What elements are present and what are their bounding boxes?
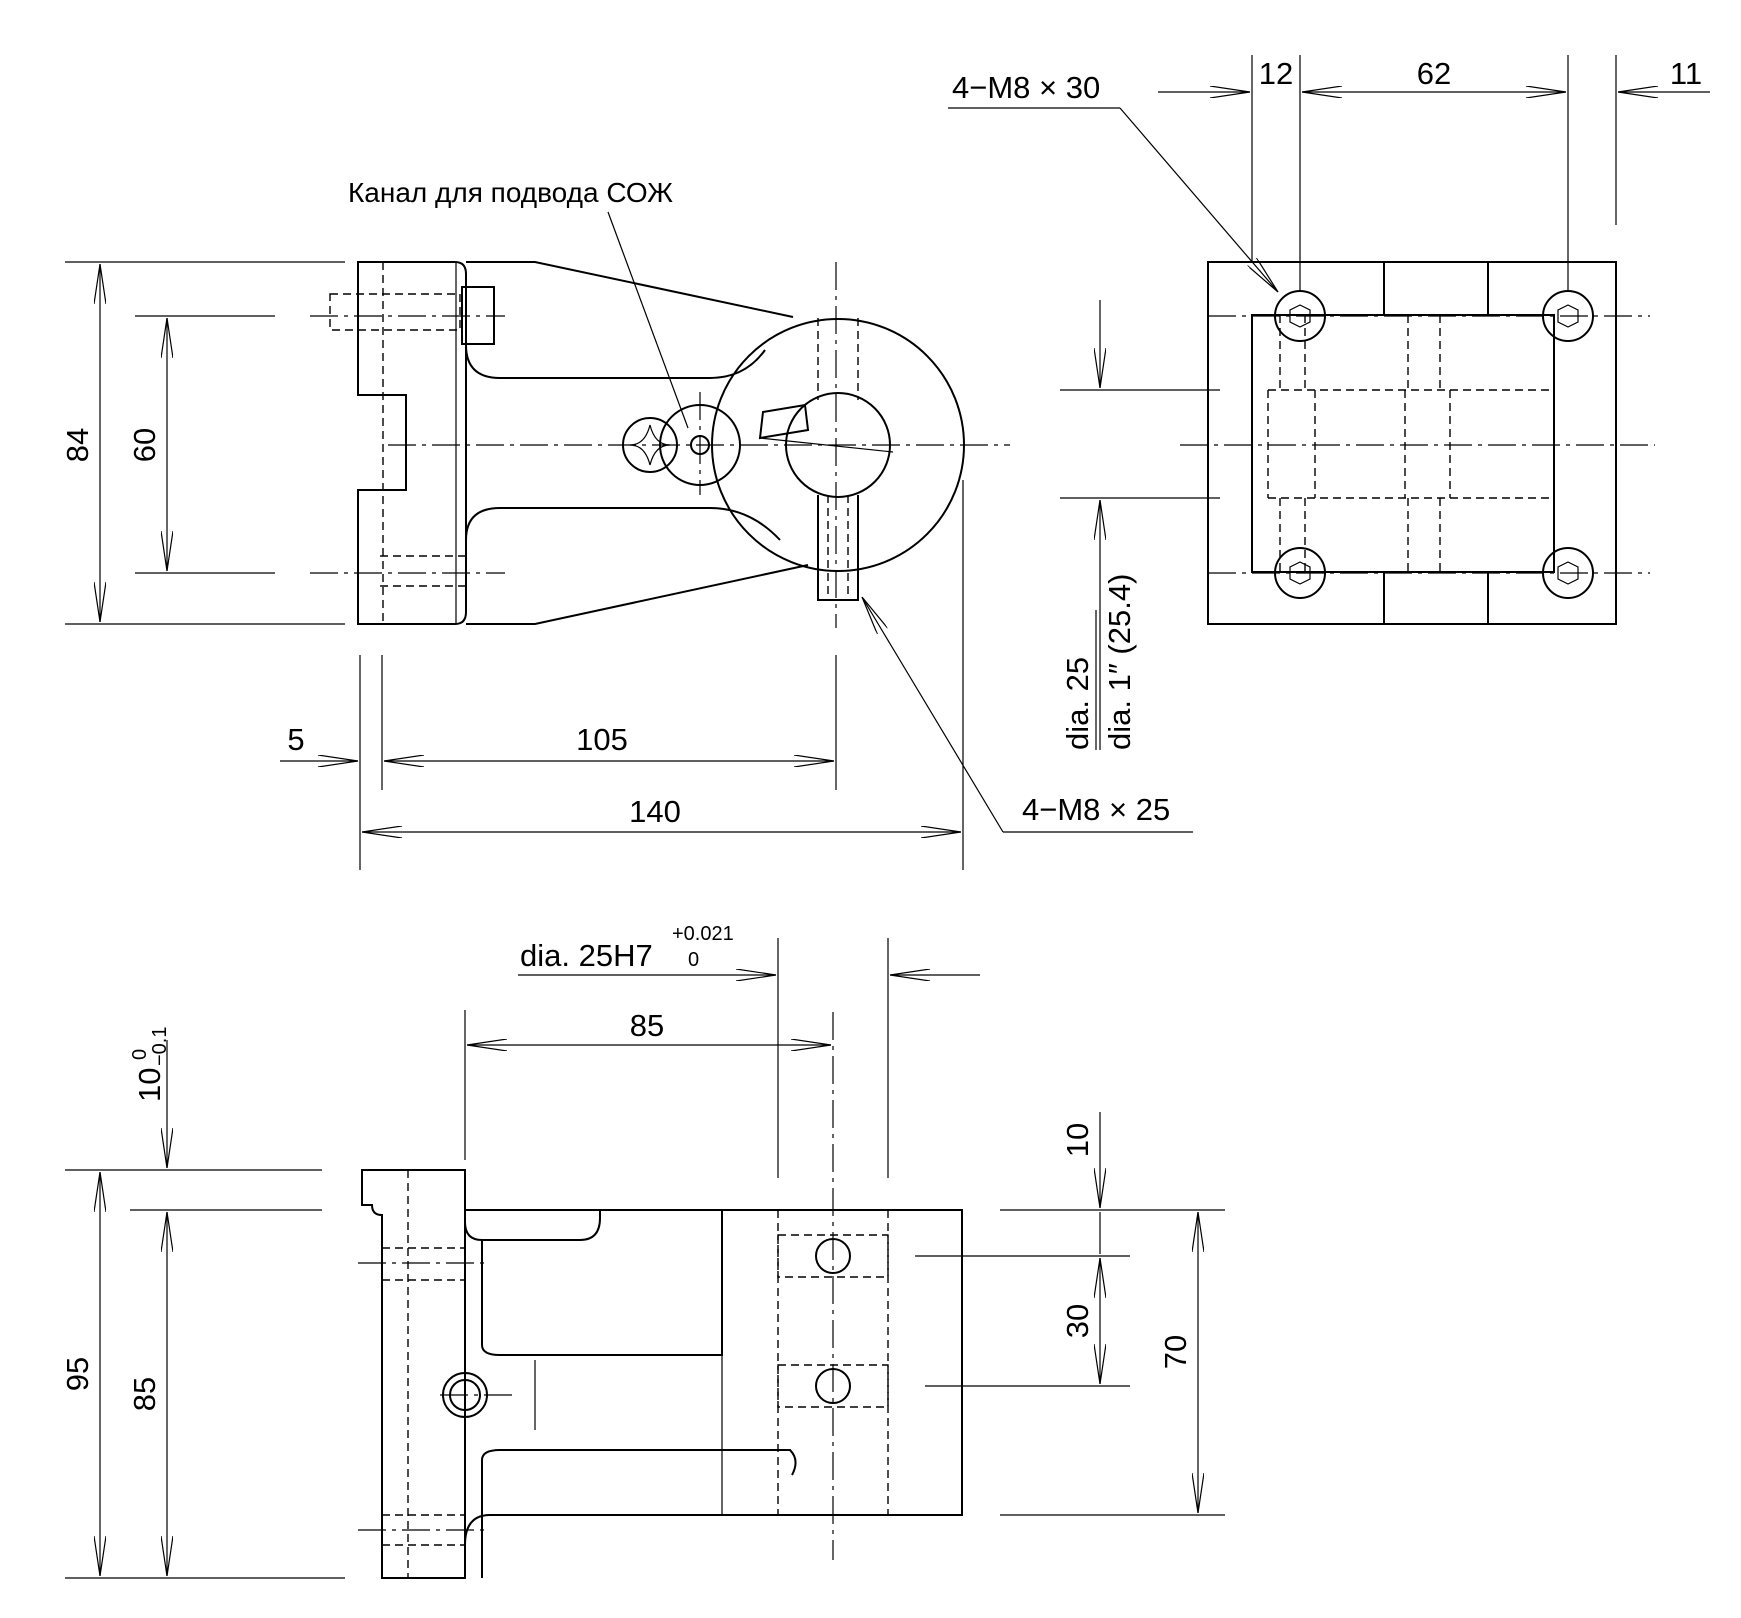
dim-dia-1in: dia. 1″ (25.4) bbox=[1102, 574, 1137, 750]
bolt-top-label: 4−M8 × 30 bbox=[952, 70, 1100, 105]
leader-lines bbox=[607, 107, 1278, 833]
dim-140: 140 bbox=[629, 794, 681, 829]
dim-dia-25: dia. 25 bbox=[1060, 657, 1095, 750]
top-outline bbox=[1207, 261, 1617, 625]
dim-60: 60 bbox=[127, 428, 162, 462]
side-arm-outline bbox=[464, 1209, 963, 1516]
step-nominal: 10 bbox=[132, 1068, 167, 1102]
front-view bbox=[310, 261, 1010, 628]
coolant-channel-label: Канал для подвода СОЖ bbox=[348, 177, 673, 208]
front-flange-outline bbox=[357, 261, 467, 625]
step-tol-lower: −0.1 bbox=[149, 1027, 171, 1066]
dim-85-horizontal: 85 bbox=[630, 1008, 664, 1043]
dim-85-vertical: 85 bbox=[127, 1377, 162, 1411]
dim-105: 105 bbox=[576, 722, 628, 757]
front-slot-outline bbox=[465, 344, 781, 541]
dim-70: 70 bbox=[1158, 1335, 1193, 1369]
dim-5: 5 bbox=[287, 722, 304, 757]
dim-10: 10 bbox=[1060, 1123, 1095, 1157]
bore-tol-lower: 0 bbox=[688, 949, 699, 971]
dim-95: 95 bbox=[60, 1357, 95, 1391]
bolt-side-label: 4−M8 × 25 bbox=[1022, 792, 1170, 827]
step-tol-upper: 0 bbox=[129, 1049, 151, 1060]
drawing-text: Канал для подвода СОЖ 4−M8 × 30 4−M8 × 2… bbox=[60, 56, 1702, 1411]
dim-12: 12 bbox=[1259, 56, 1293, 91]
top-view bbox=[1180, 261, 1655, 625]
bore-label: dia. 25H7 bbox=[520, 938, 653, 973]
side-flange-outline bbox=[361, 1169, 466, 1579]
dim-84: 84 bbox=[60, 428, 95, 462]
dim-30: 30 bbox=[1060, 1304, 1095, 1338]
bore-tol-upper: +0.021 bbox=[672, 923, 734, 945]
front-arm-outline bbox=[466, 261, 809, 625]
dim-62: 62 bbox=[1417, 56, 1451, 91]
dimension-lines bbox=[65, 55, 1710, 1579]
side-view bbox=[358, 1012, 963, 1579]
dim-11: 11 bbox=[1670, 56, 1702, 91]
